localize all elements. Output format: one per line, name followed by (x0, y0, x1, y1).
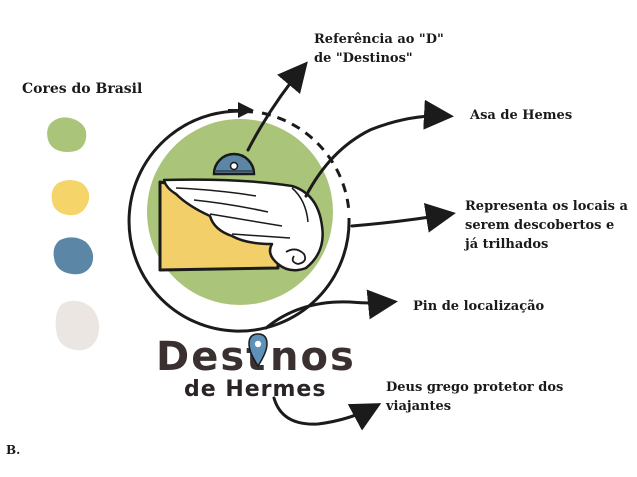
annotation-pin: Pin de localização (413, 299, 545, 314)
arrow-pin (264, 289, 398, 330)
palette-title: Cores do Brasil (22, 81, 143, 97)
location-pin-icon (248, 333, 268, 368)
annotation-god: Deus grego protetor dos viajantes (386, 380, 564, 414)
yellow-swatch (51, 180, 90, 216)
dashed-arc (261, 111, 351, 213)
annotation-reference-d: Referência ao "D" de "Destinos" (314, 32, 444, 66)
wing-icon (162, 178, 324, 272)
arrow-places (350, 202, 456, 233)
logo-subtitle: de Hermes (184, 377, 326, 402)
annotation-places: Representa os locais a serem descobertos… (465, 199, 628, 252)
logo-title-part2: nos (270, 334, 356, 380)
blue-swatch (53, 237, 94, 275)
annotation-wing: Asa de Hemes (470, 108, 573, 123)
arrow-god (272, 396, 382, 431)
color-palette (47, 117, 100, 351)
logo-wordmark: Dest nos de Hermes (156, 333, 356, 402)
annotation-arrows (246, 61, 456, 431)
logo-title-part1: Dest (156, 334, 267, 380)
arrow-wing (304, 99, 454, 198)
figure-label: B. (6, 443, 21, 457)
green-swatch (47, 117, 87, 152)
outer-circle (127, 109, 351, 333)
light-gray-swatch (55, 300, 100, 351)
arrow-reference-d (246, 61, 308, 152)
logo-emblem (127, 102, 351, 333)
